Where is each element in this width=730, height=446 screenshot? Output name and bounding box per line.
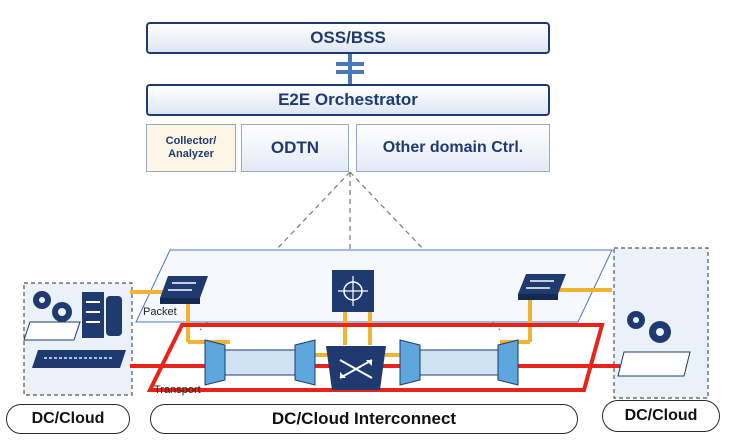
oss-bss-box: OSS/BSS xyxy=(146,22,550,54)
other-domain-ctrl-box: Other domain Ctrl. xyxy=(356,124,550,172)
server-icon xyxy=(82,292,122,338)
orchestrator-label: E2E Orchestrator xyxy=(278,90,418,109)
roadm-left-icon xyxy=(204,339,316,386)
packet-switch-right-icon xyxy=(518,274,566,300)
gears-icon xyxy=(33,291,72,322)
dc-cloud-interconnect-label: DC/Cloud Interconnect xyxy=(271,409,457,428)
dc-switch-icon xyxy=(32,350,126,368)
dc-platform-icon xyxy=(23,321,81,341)
oss-bss-label: OSS/BSS xyxy=(310,28,386,47)
optical-switch-icon xyxy=(326,346,386,390)
odtn-label: ODTN xyxy=(270,138,320,157)
left-dc-cloud-label: DC/Cloud xyxy=(31,410,105,427)
transport-ring xyxy=(146,323,605,392)
left-dc-cloud-pill: DC/Cloud xyxy=(6,404,130,434)
other-domain-ctrl-label: Other domain Ctrl. xyxy=(382,139,524,156)
connector-icon xyxy=(336,52,364,86)
collector-analyzer-label: Collector/ Analyzer xyxy=(165,134,217,160)
right-dc-cloud-pill: DC/Cloud xyxy=(602,400,720,432)
right-platform-icon xyxy=(617,351,691,377)
packet-layer-label: Packet xyxy=(143,306,177,318)
right-gears-icon xyxy=(627,311,671,343)
transport-layer-label: Transport xyxy=(154,384,201,396)
dc-cloud-interconnect-pill: DC/Cloud Interconnect xyxy=(150,404,578,434)
orchestrator-box: E2E Orchestrator xyxy=(146,84,550,116)
collector-analyzer-box: Collector/ Analyzer xyxy=(146,124,236,172)
core-router-icon xyxy=(332,270,374,312)
odtn-box: ODTN xyxy=(241,124,349,172)
roadm-right-icon xyxy=(399,339,519,386)
packet-switch-left-icon xyxy=(160,276,208,304)
right-dc-cloud-label: DC/Cloud xyxy=(624,407,698,424)
